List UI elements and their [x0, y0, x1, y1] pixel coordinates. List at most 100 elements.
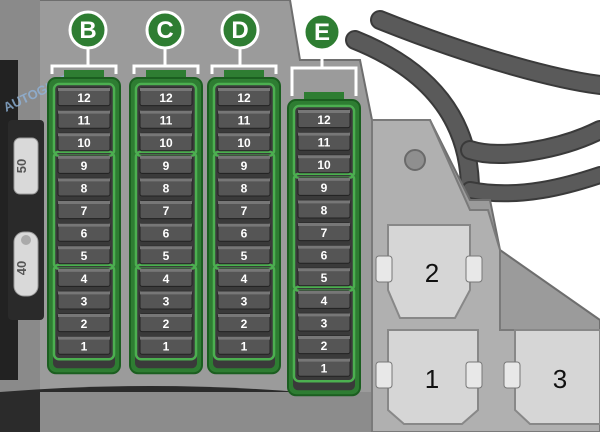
fuse-number: 6 — [163, 227, 170, 241]
block-label-e: E — [314, 19, 330, 46]
fuse-slot-edge — [218, 291, 270, 295]
fuse-slot-edge — [298, 268, 350, 272]
fuse-slot-edge — [58, 291, 110, 295]
fuse-slot-edge — [298, 110, 350, 113]
fuse-slot-edge — [298, 132, 350, 136]
fuse-slot-edge — [140, 314, 192, 317]
wire-harness — [345, 10, 600, 203]
fuse-slot-edge — [140, 110, 192, 114]
fuse-number: 10 — [237, 136, 251, 150]
fuse-number: 2 — [163, 317, 170, 331]
fuse-slot-edge — [298, 313, 350, 317]
block-label-circle — [220, 10, 260, 50]
fuse-slot-edge — [140, 178, 192, 182]
fuse-number: 3 — [163, 294, 170, 308]
fuse-slot-edge — [140, 336, 192, 340]
side-fuse-holder: 50 40 — [8, 120, 44, 320]
fuse-slot-edge — [58, 110, 110, 114]
fuse-group-frame — [212, 263, 276, 361]
fuse-number: 11 — [78, 114, 91, 128]
fuse-slot-edge — [298, 245, 350, 249]
fuse-slot-edge — [218, 336, 270, 340]
block-label-c: C — [156, 17, 173, 44]
fuse-slot-edge — [58, 246, 110, 250]
fuse-slot-edge — [140, 133, 192, 137]
fuse-slot-edge — [58, 133, 110, 137]
fuse-slot-edge — [218, 268, 270, 272]
fuse-number: 6 — [321, 249, 328, 263]
relay-1: 1 — [375, 329, 483, 425]
fuse-number: 12 — [317, 113, 331, 127]
fuse-slot-edge — [298, 358, 350, 362]
fuse-number: 12 — [77, 91, 91, 105]
relay-3-label: 3 — [553, 364, 567, 394]
fuse-slot-edge — [218, 178, 270, 182]
fuse-number: 4 — [241, 272, 248, 286]
fuse-number: 2 — [241, 317, 248, 331]
block-bracket — [50, 64, 118, 74]
fuse-slot-edge — [218, 88, 270, 91]
fuse-number: 1 — [163, 340, 170, 354]
fuse-slot-edge — [298, 200, 350, 204]
fuse-slot-edge — [140, 246, 192, 250]
fuse-number: 3 — [241, 294, 248, 308]
block-bracket — [290, 66, 358, 96]
fuse-number: 1 — [81, 340, 88, 354]
fuse-slot-edge — [58, 223, 110, 227]
fuse-slot-edge — [58, 201, 110, 204]
fuse-slot-edge — [218, 223, 270, 227]
relay-3: 3 — [503, 329, 600, 425]
fuse-slot-edge — [140, 223, 192, 227]
fuse-number: 2 — [321, 339, 328, 353]
fuse-slot-edge — [218, 155, 270, 159]
fuse-slot-edge — [140, 268, 192, 272]
fuse-number: 6 — [241, 227, 248, 241]
fuse-slot-edge — [58, 336, 110, 340]
maxi-fuse-40-label: 40 — [14, 261, 29, 275]
relay-2: 2 — [375, 224, 483, 319]
fuse-number: 1 — [321, 362, 328, 376]
fuse-number: 1 — [241, 340, 248, 354]
fuse-group-frame — [292, 285, 356, 383]
fuse-slot-edge — [298, 223, 350, 226]
fuse-slot-edge — [58, 314, 110, 317]
fuse-slot-edge — [298, 155, 350, 159]
fuse-slot-edge — [58, 268, 110, 272]
fuse-slot-edge — [58, 178, 110, 182]
fuse-number: 5 — [81, 249, 88, 263]
block-label-circle — [145, 10, 185, 50]
fuse-slot-edge — [140, 291, 192, 295]
block-bracket — [210, 64, 278, 74]
fuse-number: 10 — [77, 136, 91, 150]
fuse-number: 5 — [241, 249, 248, 263]
block-label-circle — [302, 12, 342, 52]
fuse-slot-edge — [58, 88, 110, 91]
fuse-slot-edge — [140, 155, 192, 159]
fuse-number: 3 — [81, 294, 88, 308]
fuse-number: 6 — [81, 227, 88, 241]
fuse-number: 7 — [163, 204, 170, 218]
relay-2-label: 2 — [425, 258, 439, 288]
fuse-group-frame — [52, 263, 116, 361]
fuse-number: 11 — [238, 114, 251, 128]
fuse-slot-edge — [58, 155, 110, 159]
fuse-slot-edge — [218, 110, 270, 114]
fuse-number: 10 — [317, 158, 331, 172]
fuse-number: 11 — [160, 114, 173, 128]
fuse-number: 7 — [321, 226, 328, 240]
fuse-number: 4 — [81, 272, 88, 286]
fuse-number: 11 — [318, 136, 331, 150]
maxi-fuse-50 — [13, 137, 39, 195]
fuse-number: 12 — [237, 91, 251, 105]
fuse-number: 4 — [321, 294, 328, 308]
fuse-slot-edge — [298, 336, 350, 339]
block-label-circle — [68, 10, 108, 50]
maxi-fuse-40 — [13, 231, 39, 297]
fuse-number: 2 — [81, 317, 88, 331]
fuse-number: 8 — [163, 181, 170, 195]
fuse-number: 8 — [241, 181, 248, 195]
fuse-number: 8 — [321, 203, 328, 217]
